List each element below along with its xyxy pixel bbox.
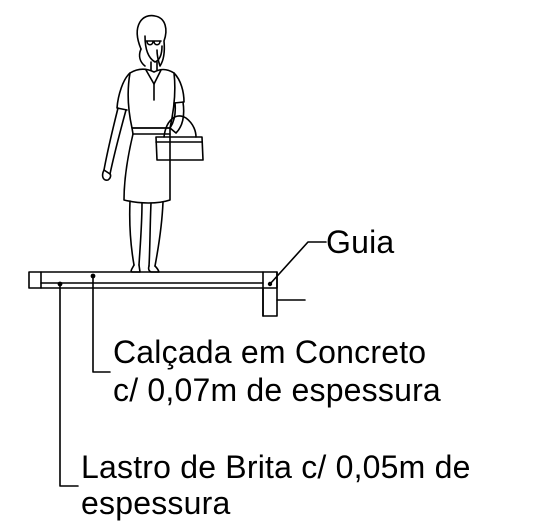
sidewalk-section bbox=[28, 271, 306, 317]
figure-handbag-strap bbox=[163, 115, 197, 138]
curb-guia bbox=[262, 271, 278, 317]
guia-leader bbox=[269, 241, 327, 285]
figure-right-leg bbox=[148, 201, 164, 267]
lastro-leader bbox=[59, 283, 79, 487]
label-lastro-line2: espessura bbox=[81, 485, 231, 521]
figure-left-shoe bbox=[130, 264, 141, 273]
woman-with-handbag-icon bbox=[101, 14, 204, 273]
label-guia: Guia bbox=[326, 224, 395, 260]
figure-left-arm bbox=[103, 107, 127, 175]
figure-glasses bbox=[145, 40, 162, 46]
figure-face bbox=[144, 35, 163, 63]
figure-hair bbox=[136, 14, 167, 67]
figure-left-sleeve bbox=[116, 72, 131, 111]
figure-skirt bbox=[123, 133, 171, 204]
figure-right-arm bbox=[169, 101, 185, 134]
calcada-leader bbox=[92, 275, 111, 373]
figure-torso bbox=[127, 68, 176, 129]
figure-left-hand bbox=[101, 169, 112, 181]
figure-handbag bbox=[155, 136, 204, 161]
figure-right-shoe bbox=[147, 265, 160, 273]
leader-lines bbox=[57, 241, 327, 487]
figure-neck bbox=[150, 61, 158, 71]
sidewalk-outline bbox=[28, 271, 278, 289]
figure-right-sleeve bbox=[173, 72, 185, 104]
figure-left-leg bbox=[128, 200, 143, 266]
figure-hair-inner bbox=[138, 48, 146, 67]
label-lastro-line1: Lastro de Brita c/ 0,05m de bbox=[81, 449, 471, 485]
label-calcada-line1: Calçada em Concreto bbox=[113, 334, 427, 370]
label-calcada-line2: c/ 0,07m de espessura bbox=[113, 372, 441, 408]
